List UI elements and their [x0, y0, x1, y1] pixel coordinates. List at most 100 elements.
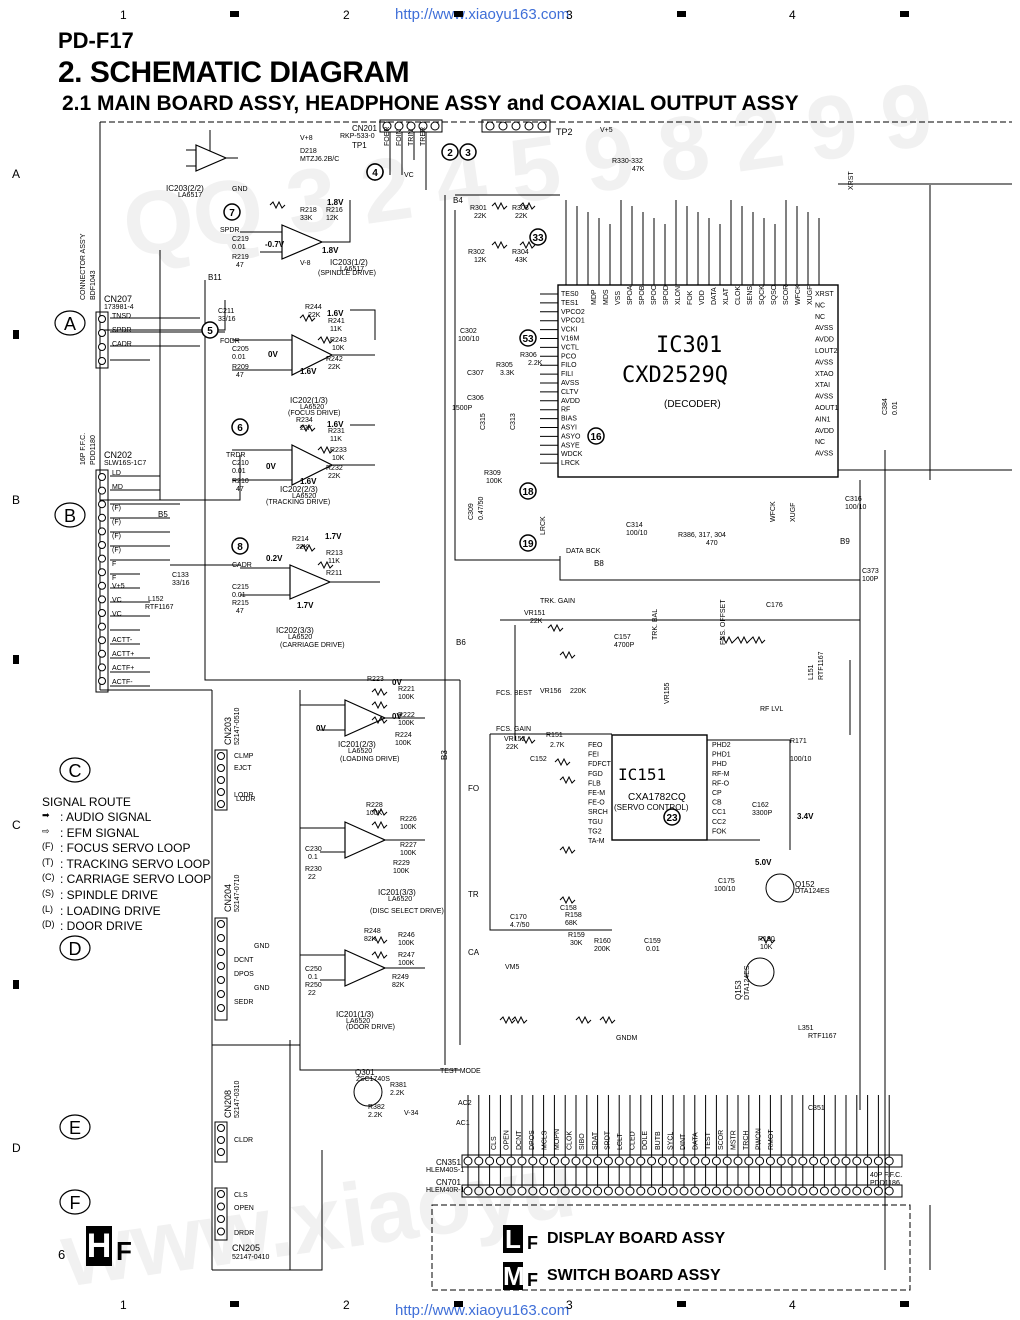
source-url-top[interactable]: http://www.xiaoyu163.com — [395, 6, 570, 23]
connector-pin — [217, 1202, 225, 1211]
cn201-pin — [430, 121, 440, 131]
ic301-pin-label: AVDD — [815, 428, 834, 435]
c307-label: C307 — [467, 370, 484, 377]
connector-pin — [98, 568, 106, 577]
ic301-pin-label: TES1 — [561, 300, 579, 307]
cn351-pin-label: MSTR — [730, 1130, 737, 1150]
r223-label: R223 — [367, 676, 384, 683]
ic301-pin-label: SPOB — [639, 285, 646, 305]
grid-row-label: C — [12, 818, 21, 832]
cn207-pin-label: SPDR — [112, 327, 132, 334]
c373-value: 100P — [862, 576, 879, 583]
tp2-pin — [485, 121, 495, 131]
r218-label: R218 — [300, 207, 317, 214]
r222-value: 100K — [398, 720, 415, 727]
c316-label: C316 — [845, 496, 862, 503]
r309-value: 100K — [486, 478, 503, 485]
ic301-pin-label: WDCK — [561, 451, 583, 458]
vr152-label: VR152 — [504, 736, 526, 743]
cn351-pin-label: CLED — [630, 1131, 637, 1150]
cn351-pin-label: CLS — [491, 1136, 498, 1150]
connector-callout-e: E — [69, 1118, 81, 1138]
ic151-pin-label: SRCH — [588, 809, 608, 816]
r306-value: 2.2K — [528, 360, 543, 367]
grid-column-label: 4 — [789, 1298, 796, 1312]
legend-symbol: (F) — [42, 841, 54, 852]
q301-part: 2SC1740S — [356, 1076, 390, 1083]
resistor-symbol — [559, 775, 576, 785]
ic203-1-label: IC203(1/2) — [330, 258, 368, 267]
grid-row-label: D — [12, 1141, 21, 1155]
waveform-marker-label: 33 — [532, 233, 544, 244]
ic301-part: CXD2529Q — [622, 363, 728, 388]
resistor-symbol — [599, 1015, 616, 1025]
hf-badge-f: F — [116, 1236, 132, 1266]
ic151-pin-label: FEI — [588, 752, 599, 759]
r160-label: R160 — [594, 938, 611, 945]
cn203-pin-label: EJCT — [234, 765, 252, 772]
grid-tick — [677, 11, 686, 17]
switch-board-label: SWITCH BOARD ASSY — [547, 1267, 721, 1284]
ic301-pin-label: FILO — [561, 362, 577, 369]
waveform-marker — [459, 143, 477, 161]
c351-label: C351 — [808, 1105, 825, 1112]
connector-pin — [217, 764, 225, 772]
grid-column-label: 3 — [566, 1298, 573, 1312]
ic301-pin-label: XUGF — [807, 286, 814, 305]
r231-value: 11K — [330, 436, 342, 443]
r386-label: R386, 317, 304 — [678, 532, 726, 539]
voltage-label: 3.4V — [797, 812, 814, 821]
voltage-label: 1.6V — [300, 367, 317, 376]
connector-pin — [98, 513, 106, 522]
r227-value: 100K — [400, 850, 417, 857]
resistor-symbol — [511, 1015, 528, 1025]
ic301-pin-label: XTAI — [815, 382, 830, 389]
c175-label: C175 — [718, 878, 735, 885]
r230-label: R230 — [305, 866, 322, 873]
r160-value: 200K — [594, 946, 611, 953]
r247-value: 100K — [398, 960, 415, 967]
cn204-pin-label: DCNT — [234, 957, 254, 964]
r171-label: R171 — [790, 738, 807, 745]
r234-value: 22K — [300, 425, 313, 432]
waveform-marker-label: 4 — [372, 168, 378, 179]
cn201-pin — [406, 121, 416, 131]
source-url-bottom[interactable]: http://www.xiaoyu163.com — [395, 1302, 570, 1319]
c219-label: C219 — [232, 236, 249, 243]
cn351-pin-label: OPEN — [504, 1130, 511, 1150]
net-label: B11 — [208, 273, 222, 282]
r304-value: 43K — [515, 257, 528, 264]
c302-value: 100/10 — [458, 336, 480, 343]
r214-value: 22K — [296, 544, 309, 551]
r246-value: 100K — [398, 940, 415, 947]
display-board-label: DISPLAY BOARD ASSY — [547, 1230, 726, 1247]
cn202-pin-label: F — [112, 561, 117, 568]
ic201-1-role: (DOOR DRIVE) — [346, 1024, 395, 1031]
cn202-pin-label: (F) — [112, 547, 121, 554]
ic301-pin-label: AVSS — [815, 451, 833, 458]
r243-value: 10K — [332, 345, 345, 352]
waveform-marker-label: 7 — [229, 208, 235, 219]
c133-value: 33/16 — [172, 580, 190, 587]
ic301-pin-label: ASYO — [561, 433, 581, 440]
cn202-pin-label: ACTT- — [112, 637, 133, 644]
ic301-pin-label: SPOD — [663, 285, 670, 305]
switch-board-badge-f: F — [527, 1270, 538, 1290]
c162-label: C162 — [752, 802, 769, 809]
ic301-pin-label: CLTV — [561, 389, 579, 396]
connector-pin — [98, 357, 106, 365]
c205-value: 0.01 — [232, 354, 246, 361]
rail-label: GND — [232, 186, 248, 193]
connector-pin — [217, 948, 225, 956]
ic202-1-part: LA6520 — [300, 404, 325, 411]
cn202-part: SLW16S-1C7 — [104, 460, 147, 467]
cn203-body — [214, 749, 228, 811]
waveform-marker — [529, 228, 547, 246]
q301-label: Q301 — [355, 1068, 375, 1077]
r382-value: 2.2K — [368, 1112, 383, 1119]
c215-label: C215 — [232, 584, 249, 591]
ic301-role: (DECODER) — [664, 399, 721, 410]
tp2-pin — [511, 121, 521, 131]
ic301-pin-label: SCOR — [783, 285, 790, 305]
